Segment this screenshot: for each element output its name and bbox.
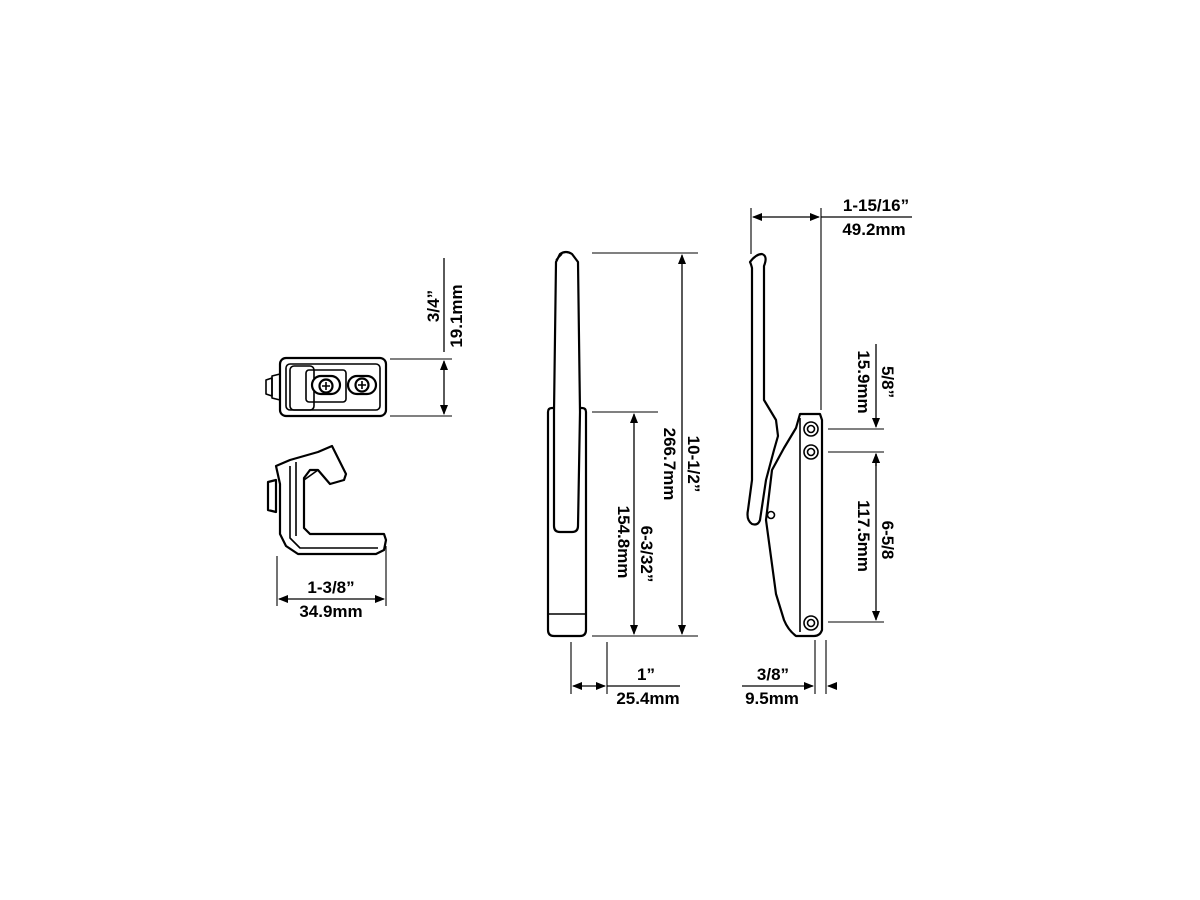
handle-width-imperial-label: 1” <box>637 665 655 684</box>
strike-width-metric-label: 34.9mm <box>299 602 362 621</box>
mounting-hole-icon <box>803 444 819 460</box>
base-thickness-imperial-label: 3/8” <box>757 665 789 684</box>
strike-height-dimension: 3/4” 19.1mm <box>390 258 466 417</box>
side-depth-dimension: 1-15/16” 49.2mm <box>750 196 912 410</box>
hole-spacing-main-dimension: 6-5/8 117.5mm <box>828 453 897 623</box>
side-depth-metric-label: 49.2mm <box>842 220 905 239</box>
strike-top-view <box>265 356 388 418</box>
hole-spacing-top-metric-label: 15.9mm <box>854 350 873 413</box>
mounting-hole-icon <box>803 615 819 631</box>
strike-screw-icon <box>310 374 342 396</box>
mounting-hole-icon <box>803 421 819 437</box>
strike-screw-icon <box>346 374 378 396</box>
hole-spacing-top-dimension: 5/8” 15.9mm <box>828 344 897 466</box>
side-depth-imperial-label: 1-15/16” <box>843 196 909 215</box>
handle-length-imperial-label: 10-1/2” <box>684 436 703 493</box>
handle-length-metric-label: 266.7mm <box>660 428 679 501</box>
base-thickness-metric-label: 9.5mm <box>745 689 799 708</box>
base-thickness-dimension: 3/8” 9.5mm <box>742 640 837 708</box>
handle-length-dimension: 10-1/2” 266.7mm <box>592 252 703 637</box>
strike-height-imperial-label: 3/4” <box>424 290 443 322</box>
strike-width-imperial-label: 1-3/8” <box>307 578 354 597</box>
hole-spacing-main-metric-label: 117.5mm <box>854 500 873 572</box>
strike-side-view <box>266 444 388 556</box>
handle-front-view <box>546 250 588 638</box>
handle-side-view <box>746 252 824 638</box>
handle-lower-dimension: 6-3/32” 154.8mm <box>592 411 658 635</box>
handle-width-dimension: 1” 25.4mm <box>570 642 680 708</box>
hole-spacing-main-imperial-label: 6-5/8 <box>878 521 897 560</box>
strike-width-dimension: 1-3/8” 34.9mm <box>276 546 387 621</box>
handle-lower-metric-label: 154.8mm <box>614 506 633 579</box>
strike-height-metric-label: 19.1mm <box>447 284 466 347</box>
handle-width-metric-label: 25.4mm <box>616 689 679 708</box>
hole-spacing-top-imperial-label: 5/8” <box>878 366 897 398</box>
handle-lower-imperial-label: 6-3/32” <box>637 526 656 583</box>
